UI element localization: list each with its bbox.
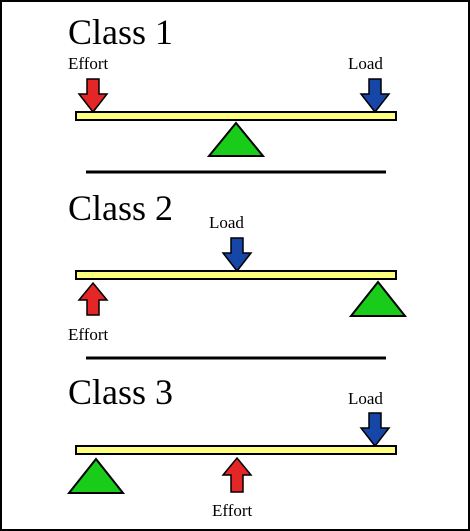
class-3-beam [75, 445, 397, 455]
class-3-fulcrum-triangle-icon [66, 457, 126, 494]
class-3-effort-arrow-icon [221, 456, 253, 493]
class-2-effort-arrow-icon [77, 281, 109, 316]
class-1-beam [75, 111, 397, 121]
class-1-fulcrum-triangle-icon [206, 121, 266, 157]
class-1-effort-arrow-icon [77, 78, 109, 114]
class-3-section: Class 3 Load Effort [66, 372, 397, 520]
class-1-title: Class 1 [68, 12, 173, 52]
class-2-title: Class 2 [68, 188, 173, 228]
class-1-load-arrow-icon [359, 78, 391, 114]
class-3-effort-label: Effort [212, 501, 253, 520]
class-2-load-arrow-icon [221, 237, 253, 273]
class-2-load-label: Load [209, 213, 244, 232]
class-1-section: Class 1 Effort Load [68, 12, 397, 157]
class-1-load-label: Load [348, 54, 383, 73]
class-2-beam [75, 270, 397, 280]
class-2-section: Class 2 Load Effort [68, 188, 408, 344]
class-3-load-arrow-icon [359, 412, 391, 448]
class-2-effort-label: Effort [68, 325, 109, 344]
class-2-fulcrum-triangle-icon [348, 280, 408, 317]
class-3-load-label: Load [348, 389, 383, 408]
class-1-effort-label: Effort [68, 54, 109, 73]
class-3-title: Class 3 [68, 372, 173, 412]
